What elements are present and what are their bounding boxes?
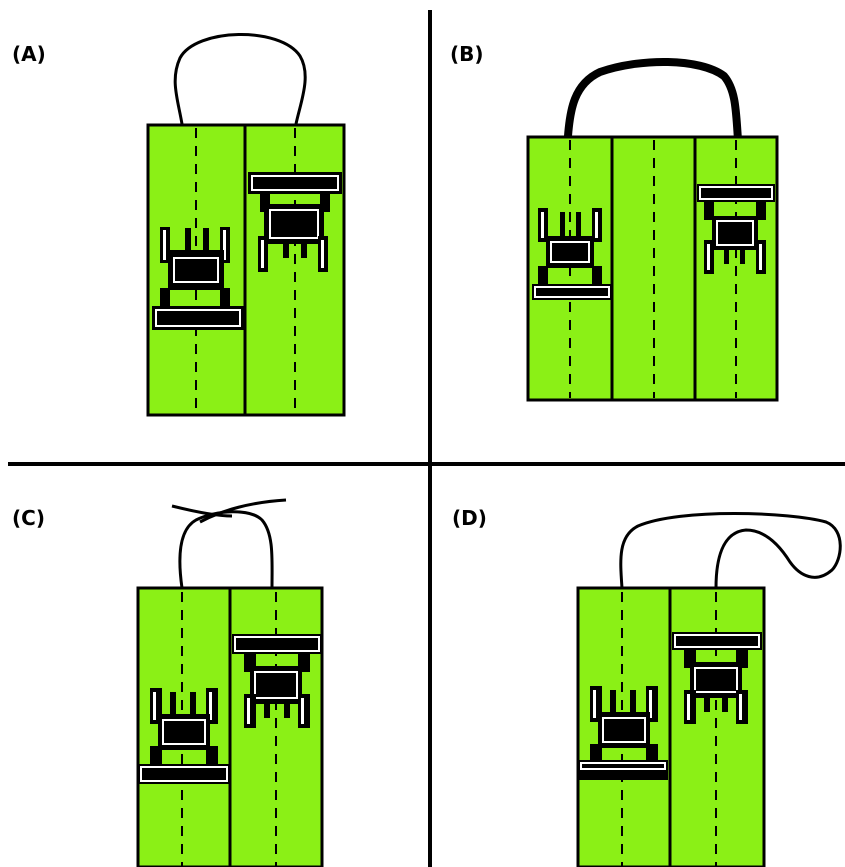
panel-a [148, 34, 344, 415]
panel-c-turn-loop [180, 512, 272, 588]
panel-d [578, 514, 840, 867]
panel-b-turn-arc [568, 62, 738, 140]
panel-c [138, 500, 322, 867]
panel-b-field [528, 137, 777, 400]
panel-b [528, 62, 777, 400]
panel-d-turn-path [621, 514, 840, 589]
panel-a-turn-loop [175, 34, 305, 124]
